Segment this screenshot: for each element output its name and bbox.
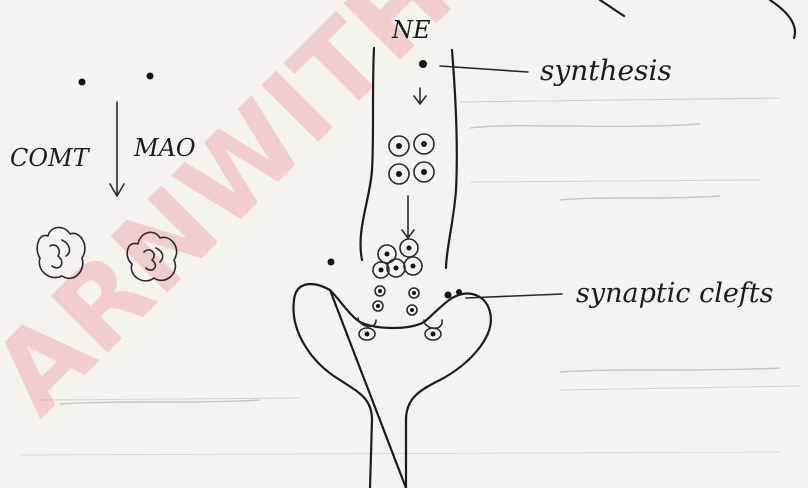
- synthesis-dot: [419, 60, 427, 68]
- ne-dot-right: [147, 73, 154, 80]
- comt-label: COMT: [10, 144, 91, 172]
- watermark: ARNWITH: [0, 0, 476, 438]
- degradation-arrow: [110, 102, 124, 196]
- vesicle-cluster-upper: [389, 134, 434, 184]
- released-ne-dot: [328, 259, 335, 266]
- cleft-molecules: [373, 286, 419, 315]
- ne-label: NE: [391, 16, 431, 44]
- postsynaptic-membrane: [293, 284, 490, 488]
- synaptic-cleft-pointer: [466, 294, 562, 298]
- synthesis-arrow: [414, 88, 426, 104]
- vesicle-transport-arrow: [402, 196, 414, 238]
- watermark-text: ARNWITH: [0, 0, 476, 438]
- ne-dot-left: [79, 79, 86, 86]
- released-ne-dot: [445, 292, 452, 299]
- stray-stroke-top: [600, 0, 795, 38]
- synaptic-cleft-label: synaptic clefts: [576, 278, 774, 309]
- vesicle-cluster-lower: [373, 239, 422, 278]
- receptor-sites: [358, 318, 442, 340]
- mao-label: MAO: [133, 134, 196, 162]
- synthesis-label: synthesis: [540, 54, 672, 87]
